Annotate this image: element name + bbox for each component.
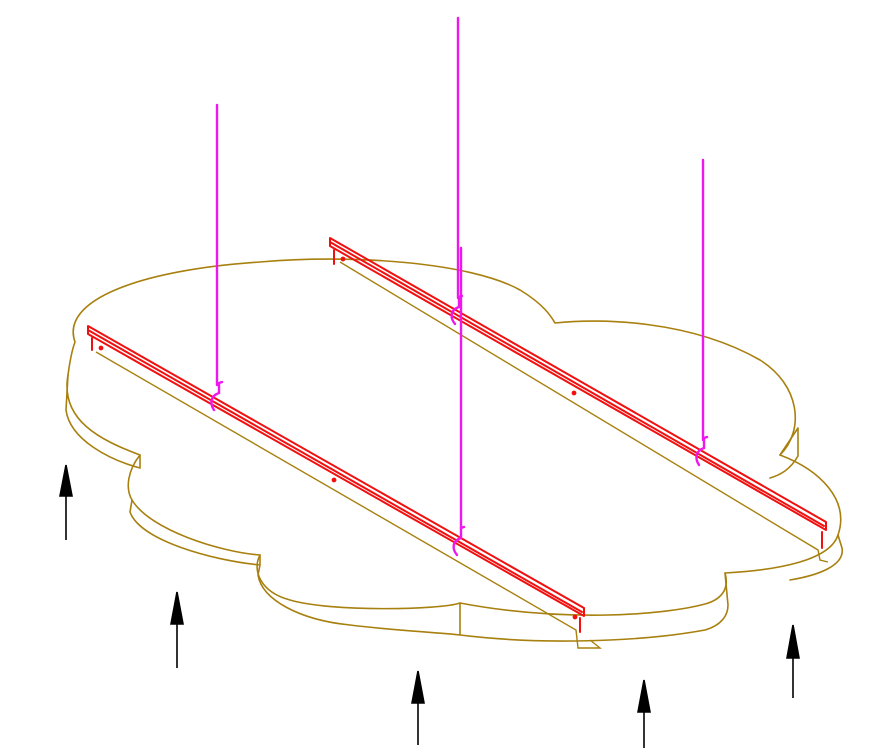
cloud-panel bbox=[65, 258, 843, 642]
rail-support-lines bbox=[95, 261, 829, 649]
arrow-head bbox=[170, 591, 184, 625]
rail-back-top bbox=[329, 237, 827, 531]
rail-front-edge bbox=[87, 329, 583, 613]
arrow-up bbox=[59, 464, 73, 540]
arrow-head bbox=[786, 624, 800, 659]
arrow-head bbox=[411, 670, 425, 704]
hanger-3 bbox=[695, 158, 709, 467]
screw bbox=[571, 390, 577, 396]
arrow-up bbox=[170, 591, 184, 668]
panel-bottom-outline bbox=[65, 374, 843, 642]
rail-back bbox=[329, 237, 827, 549]
arrow-up bbox=[637, 679, 651, 748]
rail-front-top bbox=[87, 325, 585, 617]
suspension-hangers bbox=[210, 16, 709, 557]
arrow-head bbox=[59, 464, 73, 497]
rail-back-support bbox=[339, 261, 829, 563]
mounting-rails bbox=[87, 237, 827, 633]
hanger-hook bbox=[210, 380, 224, 412]
hanger-2 bbox=[450, 16, 466, 557]
arrow-up bbox=[411, 670, 425, 745]
rail-front-web bbox=[91, 337, 581, 633]
upward-arrows bbox=[59, 464, 800, 748]
hanger-hook bbox=[695, 435, 709, 467]
screw bbox=[331, 477, 337, 483]
screw bbox=[572, 614, 578, 620]
screws bbox=[98, 256, 578, 620]
screw bbox=[340, 256, 346, 262]
screw bbox=[98, 345, 104, 351]
rail-back-web bbox=[333, 249, 823, 549]
rail-front-support bbox=[95, 351, 602, 649]
rail-back-edge bbox=[329, 241, 825, 527]
hanger-hook bbox=[452, 525, 466, 557]
hanger-1 bbox=[210, 103, 224, 412]
arrow-head bbox=[637, 679, 651, 713]
arrow-up bbox=[786, 624, 800, 698]
hanger-hook bbox=[450, 294, 464, 326]
rail-front bbox=[87, 325, 585, 633]
